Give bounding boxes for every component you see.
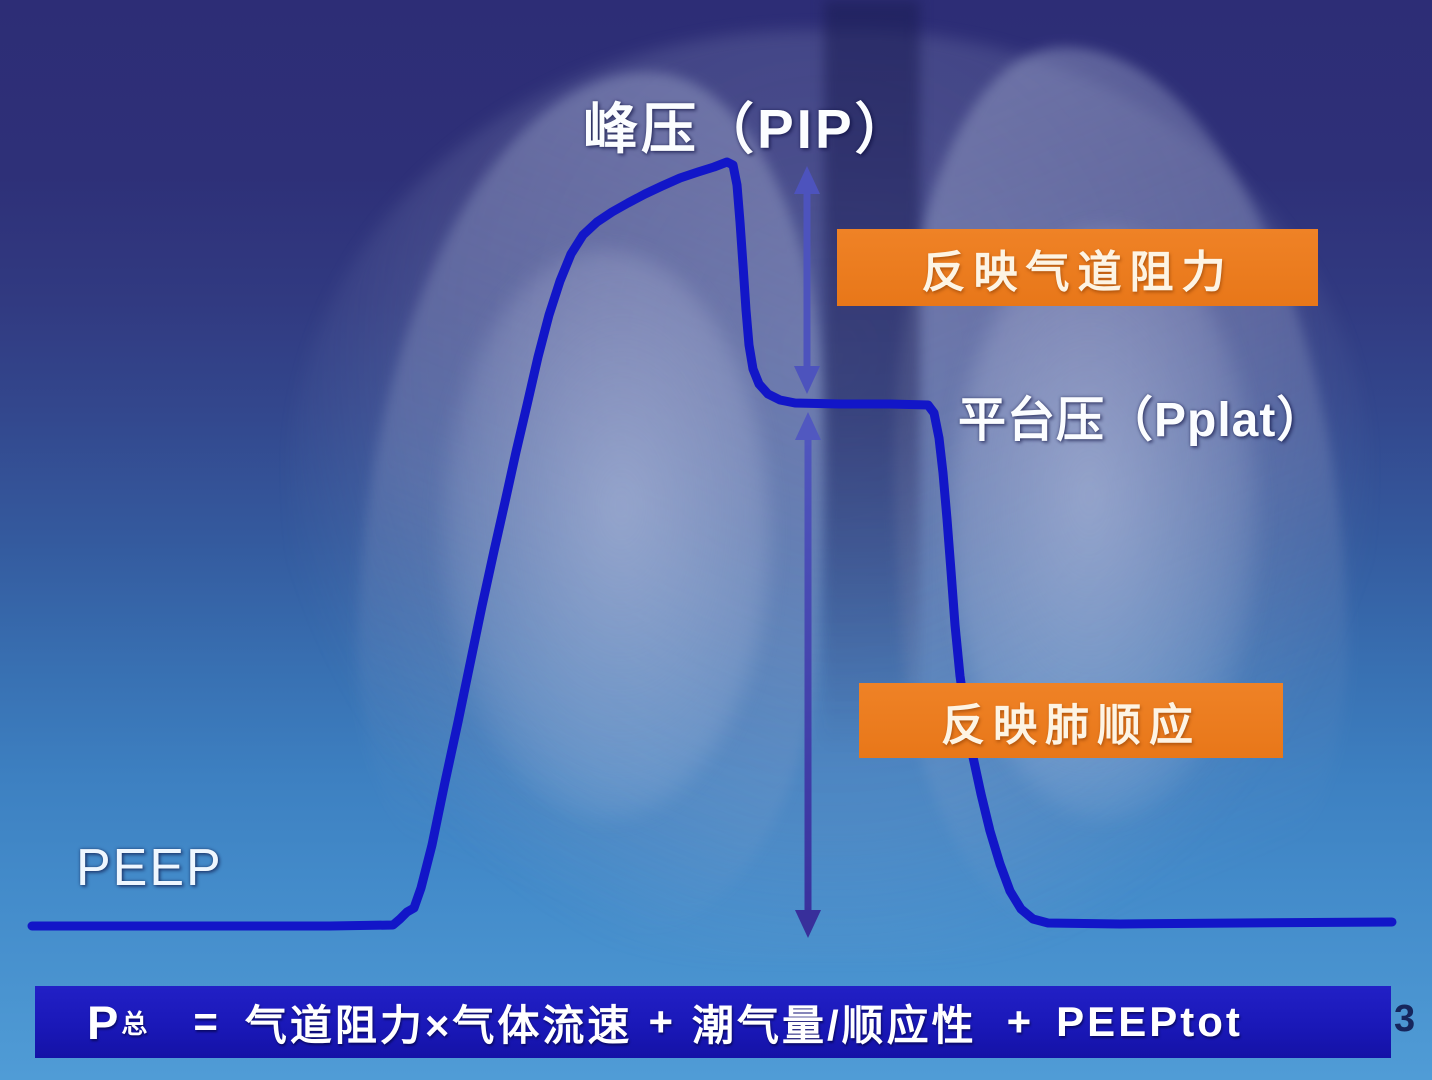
- lung-compliance-callout: 反映肺顺应: [859, 683, 1283, 758]
- lung-compliance-callout-text: 反映肺顺应: [941, 700, 1201, 750]
- formula-equals: =: [193, 998, 221, 1045]
- formula-term-volume-compliance: 潮气量/顺应性: [691, 1001, 977, 1049]
- formula-term-peeptot: PEEPtot: [1056, 998, 1243, 1045]
- pip-title: 峰压（PIP）: [583, 98, 913, 160]
- formula-plus-2: +: [1006, 998, 1035, 1045]
- page-number: 3: [1394, 998, 1416, 1040]
- airway-resistance-callout-text: 反映气道阻力: [921, 247, 1234, 297]
- formula-plus-1: +: [648, 998, 676, 1045]
- airway-resistance-callout: 反映气道阻力: [837, 229, 1318, 306]
- formula-p-symbol: P: [87, 995, 122, 1049]
- pplat-label: 平台压（Pplat）: [958, 394, 1326, 447]
- formula-p-subscript: 总: [121, 1008, 148, 1039]
- peep-label: PEEP: [76, 839, 223, 897]
- formula-term-resistance-flow: 气道阻力×气体流速: [244, 1001, 633, 1049]
